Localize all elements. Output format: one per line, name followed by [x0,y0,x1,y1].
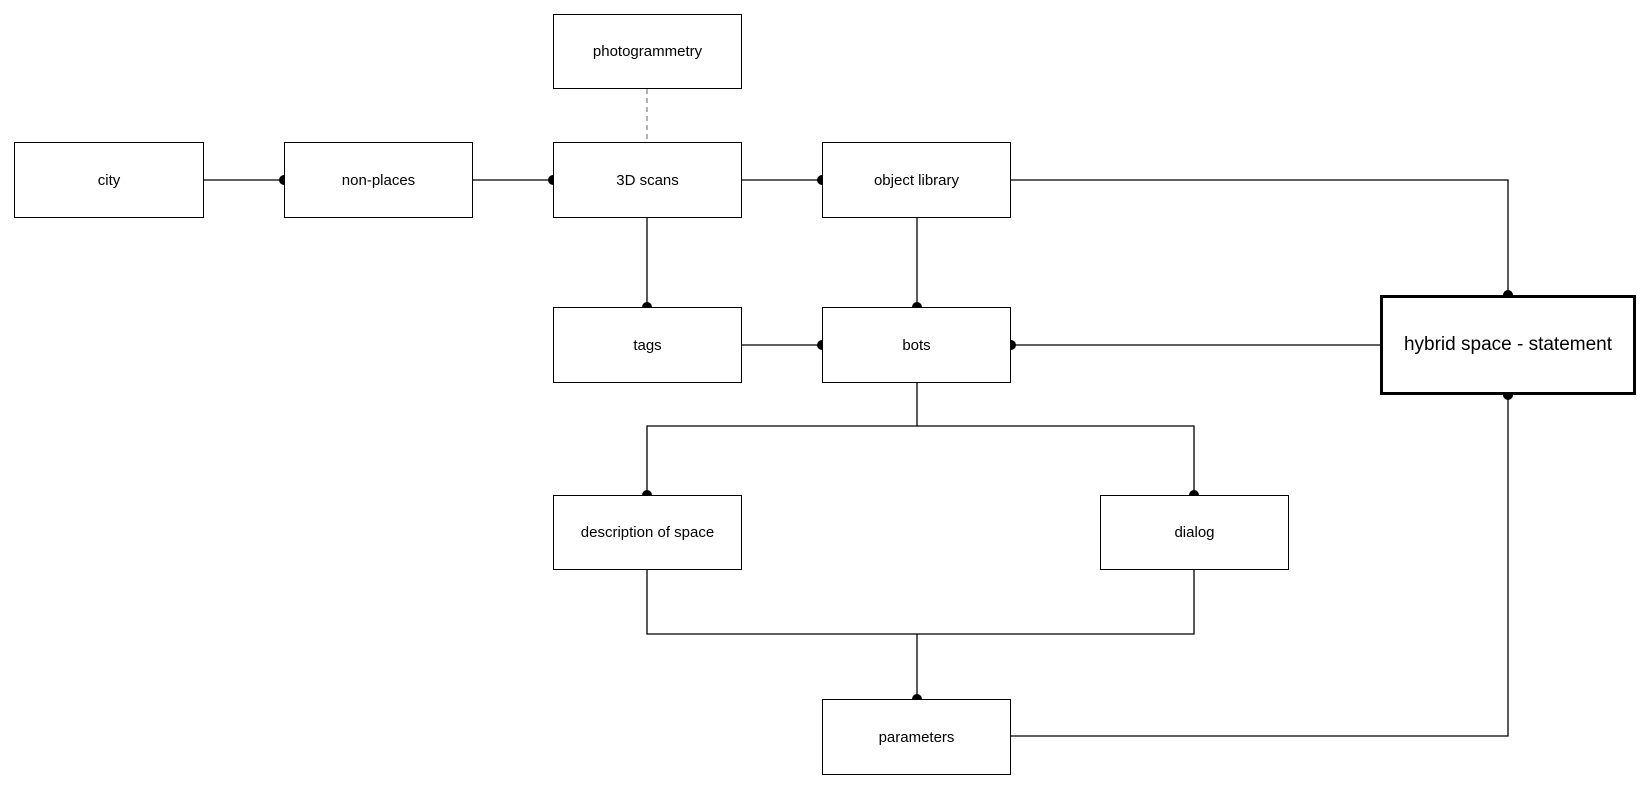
node-parameters: parameters [822,699,1011,775]
node-description-of-space: description of space [553,495,742,570]
node-label: tags [633,336,662,354]
node-bots: bots [822,307,1011,383]
node-dialog: dialog [1100,495,1289,570]
node-photogrammetry: photogrammetry [553,14,742,89]
node-label: 3D scans [616,171,679,189]
node-3d-scans: 3D scans [553,142,742,218]
node-label: city [97,171,121,189]
node-label: parameters [878,728,955,746]
node-tags: tags [553,307,742,383]
connector-object-library-hybrid [1011,179,1509,295]
node-label: photogrammetry [592,43,703,60]
node-label: dialog [1174,524,1215,541]
node-label: object library [873,171,960,189]
node-label: bots [902,336,931,354]
node-non-places: non-places [284,142,473,218]
node-city: city [14,142,204,218]
node-object-library: object library [822,142,1011,218]
node-label: non-places [341,171,416,189]
node-hybrid-space-statement: hybrid space - statement [1380,295,1636,395]
connector-branch-description [646,425,1195,495]
connector-description-dialog-merge [646,570,1195,635]
node-label: description of space [580,524,715,541]
node-label: hybrid space - statement [1403,334,1613,355]
connector-parameters-hybrid [1011,395,1509,737]
